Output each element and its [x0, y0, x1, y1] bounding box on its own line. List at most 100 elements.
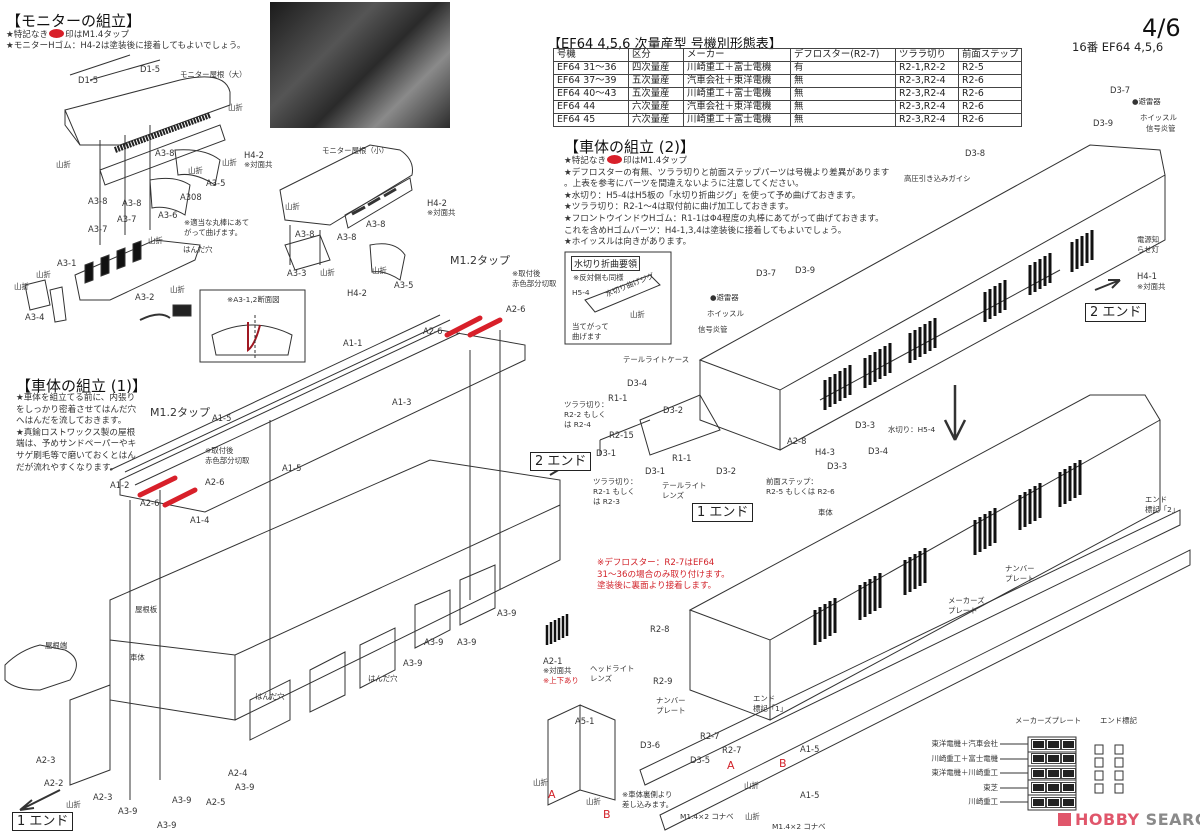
spec-table-cell: 六次量産: [628, 113, 684, 127]
loco-body-upper: [599, 144, 1166, 456]
red-dot-icon: [607, 155, 623, 164]
label-solder-hole: はんだ穴: [368, 674, 398, 683]
label-fold: 山折: [320, 268, 335, 277]
note-line: 。上表を参考にパーツを間違えないように注意してください。: [564, 179, 804, 190]
label-a1-4: A1-4: [190, 515, 210, 525]
monitor-roof-small: [279, 144, 413, 281]
label-d3-8: D3-8: [965, 148, 986, 158]
label-up-down: ※上下あり: [543, 676, 579, 685]
spec-table-cell: EF64 37〜39: [553, 74, 629, 88]
label-opposite: ※対面共: [543, 666, 572, 675]
label-fold: 山折: [744, 781, 759, 790]
label-h4-2: H4-2: [244, 150, 264, 160]
jig-box-frame: [564, 251, 672, 345]
label-d3-6: D3-6: [640, 740, 661, 750]
spec-table-cell: EF64 45: [553, 113, 629, 127]
note-line: だが流れやすくなります。: [16, 462, 119, 473]
spec-table-cell: 川崎重工＋富士電機: [683, 87, 791, 101]
label-a3-2: A3-2: [135, 292, 155, 302]
label-a1-1: A1-1: [343, 338, 363, 348]
spec-table-cell: 川崎重工＋富士電機: [683, 113, 791, 127]
end-marks-title: エンド標記: [1100, 716, 1137, 725]
label-a3-3: A3-3: [287, 268, 307, 278]
maker-name: 東洋電機＋汽車会社: [931, 739, 998, 749]
label-headlight: ヘッドライト: [590, 664, 635, 673]
label-fold: 山折: [745, 812, 760, 821]
note-line: ★デフロスターの有無、ツララ切りと前面ステップパーツは号機より差異があります: [564, 167, 890, 178]
spec-table-cell: 川崎重工＋富士電機: [683, 61, 791, 75]
label-insert-note: 差し込みます。: [622, 800, 673, 809]
maker-name: 東芝: [983, 782, 998, 792]
maker-plate-icon: [1046, 782, 1061, 794]
spec-table-header-cell: デフロスター(R2-7): [790, 48, 896, 62]
maker-plate-icon: [1046, 753, 1061, 765]
label-power-lamp: 電源知: [1137, 235, 1160, 244]
label-m12-tap: M1.2タップ: [150, 406, 210, 419]
label-a3-7: A3-7: [117, 214, 137, 224]
label-number-plate: ナンバー: [1005, 564, 1035, 573]
maker-plate-icon: [1061, 796, 1076, 808]
logo-text-search: SEARCH: [1145, 810, 1200, 829]
label-icicle: は R2-3: [593, 497, 620, 506]
label-h4-1: H4-1: [1137, 271, 1157, 281]
body-shell-left: [4, 314, 561, 800]
label-round-bar-note: がって曲げます。: [184, 228, 243, 237]
label-end-mark-2: エンド: [1145, 495, 1168, 504]
maker-plate-row: 川崎重工＋富士電機: [930, 752, 1076, 767]
note-line: ★ホイッスルは向きがあります。: [564, 237, 692, 248]
label-insert-note: ※車体裏側より: [622, 790, 673, 799]
monitor-roof-photo: [270, 2, 450, 128]
label-cross-section: ※A3-1,2断面図: [227, 295, 280, 304]
label-signal-horn: 信号炎管: [1146, 124, 1176, 133]
label-a2-6: A2-6: [423, 326, 443, 336]
label-fold: 山折: [36, 270, 51, 279]
label-a1-5: A1-5: [800, 744, 820, 754]
spec-table-cell: R2-6: [957, 100, 1023, 114]
label-fold: 山折: [66, 800, 81, 809]
cross-section-box: [199, 289, 306, 363]
note-text: 印はM1.4タップ: [65, 30, 130, 40]
label-fold: 山折: [148, 236, 163, 245]
maker-plate-row: 東洋電機＋汽車会社: [930, 737, 1076, 752]
label-cut-red: ※取付後: [512, 269, 541, 278]
label-number-plate: プレート: [656, 706, 686, 715]
spec-table-header-cell: ツララ切り: [895, 48, 959, 62]
label-d3-1: D3-1: [596, 448, 617, 458]
label-a3-8: A3-8: [122, 198, 142, 208]
maker-plate-icon: [1031, 782, 1046, 794]
label-a2-6: A2-6: [506, 304, 526, 314]
label-a2-1: A2-1: [543, 656, 563, 666]
label-hv-insulator: 高圧引き込みガイシ: [904, 174, 971, 183]
label-number-plate: ナンバー: [656, 696, 686, 705]
label-end-mark-2: 標記「2」: [1145, 505, 1180, 514]
defroster-note-line: 塗装後に裏面より接着します。: [597, 581, 717, 592]
maker-plate-list: 東洋電機＋汽車会社川崎重工＋富士電機東洋電機＋川崎重工東芝川崎重工: [930, 737, 1076, 810]
note-line: ★水切り：H5-4はH5板の「水切り折曲ジグ」を使って予め曲げておきます。: [564, 190, 861, 201]
maker-plate-icon: [1046, 767, 1061, 779]
maker-name: 東洋電機＋川崎重工: [931, 768, 998, 778]
maker-plate-icon: [1031, 767, 1046, 779]
spec-table-cell: R2-3,R2-4: [895, 100, 959, 114]
maker-plate-icon: [1061, 753, 1076, 765]
point-b-label: B: [603, 808, 611, 821]
label-h4-2: H4-2: [427, 198, 447, 208]
label-a3-9: A3-9: [403, 658, 423, 668]
spec-table-cell: 無: [790, 100, 896, 114]
label-icicle: R2-1 もしく: [593, 487, 635, 496]
label-a3-9: A3-9: [235, 782, 255, 792]
monitor-base-parts: [24, 239, 201, 323]
spec-table-cell: 無: [790, 87, 896, 101]
label-a2-2: A2-2: [44, 778, 64, 788]
body-section-1-title: 【車体の組立 (1)】: [16, 377, 148, 395]
spec-table-cell: R2-1,R2-2: [895, 61, 959, 75]
label-fold: 山折: [372, 266, 387, 275]
maker-name: 川崎重工＋富士電機: [931, 753, 998, 763]
spec-table-cell: R2-5: [957, 61, 1023, 75]
spec-table-cell: R2-6: [957, 87, 1023, 101]
label-h4-2: H4-2: [347, 288, 367, 298]
note-line: をしっかり密着させてはんだ穴: [16, 404, 137, 415]
spec-table-cell: R2-6: [957, 74, 1023, 88]
note-text: 印はM1.4タップ: [623, 156, 688, 166]
label-screw: M1.4×2 コナベ: [772, 822, 826, 831]
